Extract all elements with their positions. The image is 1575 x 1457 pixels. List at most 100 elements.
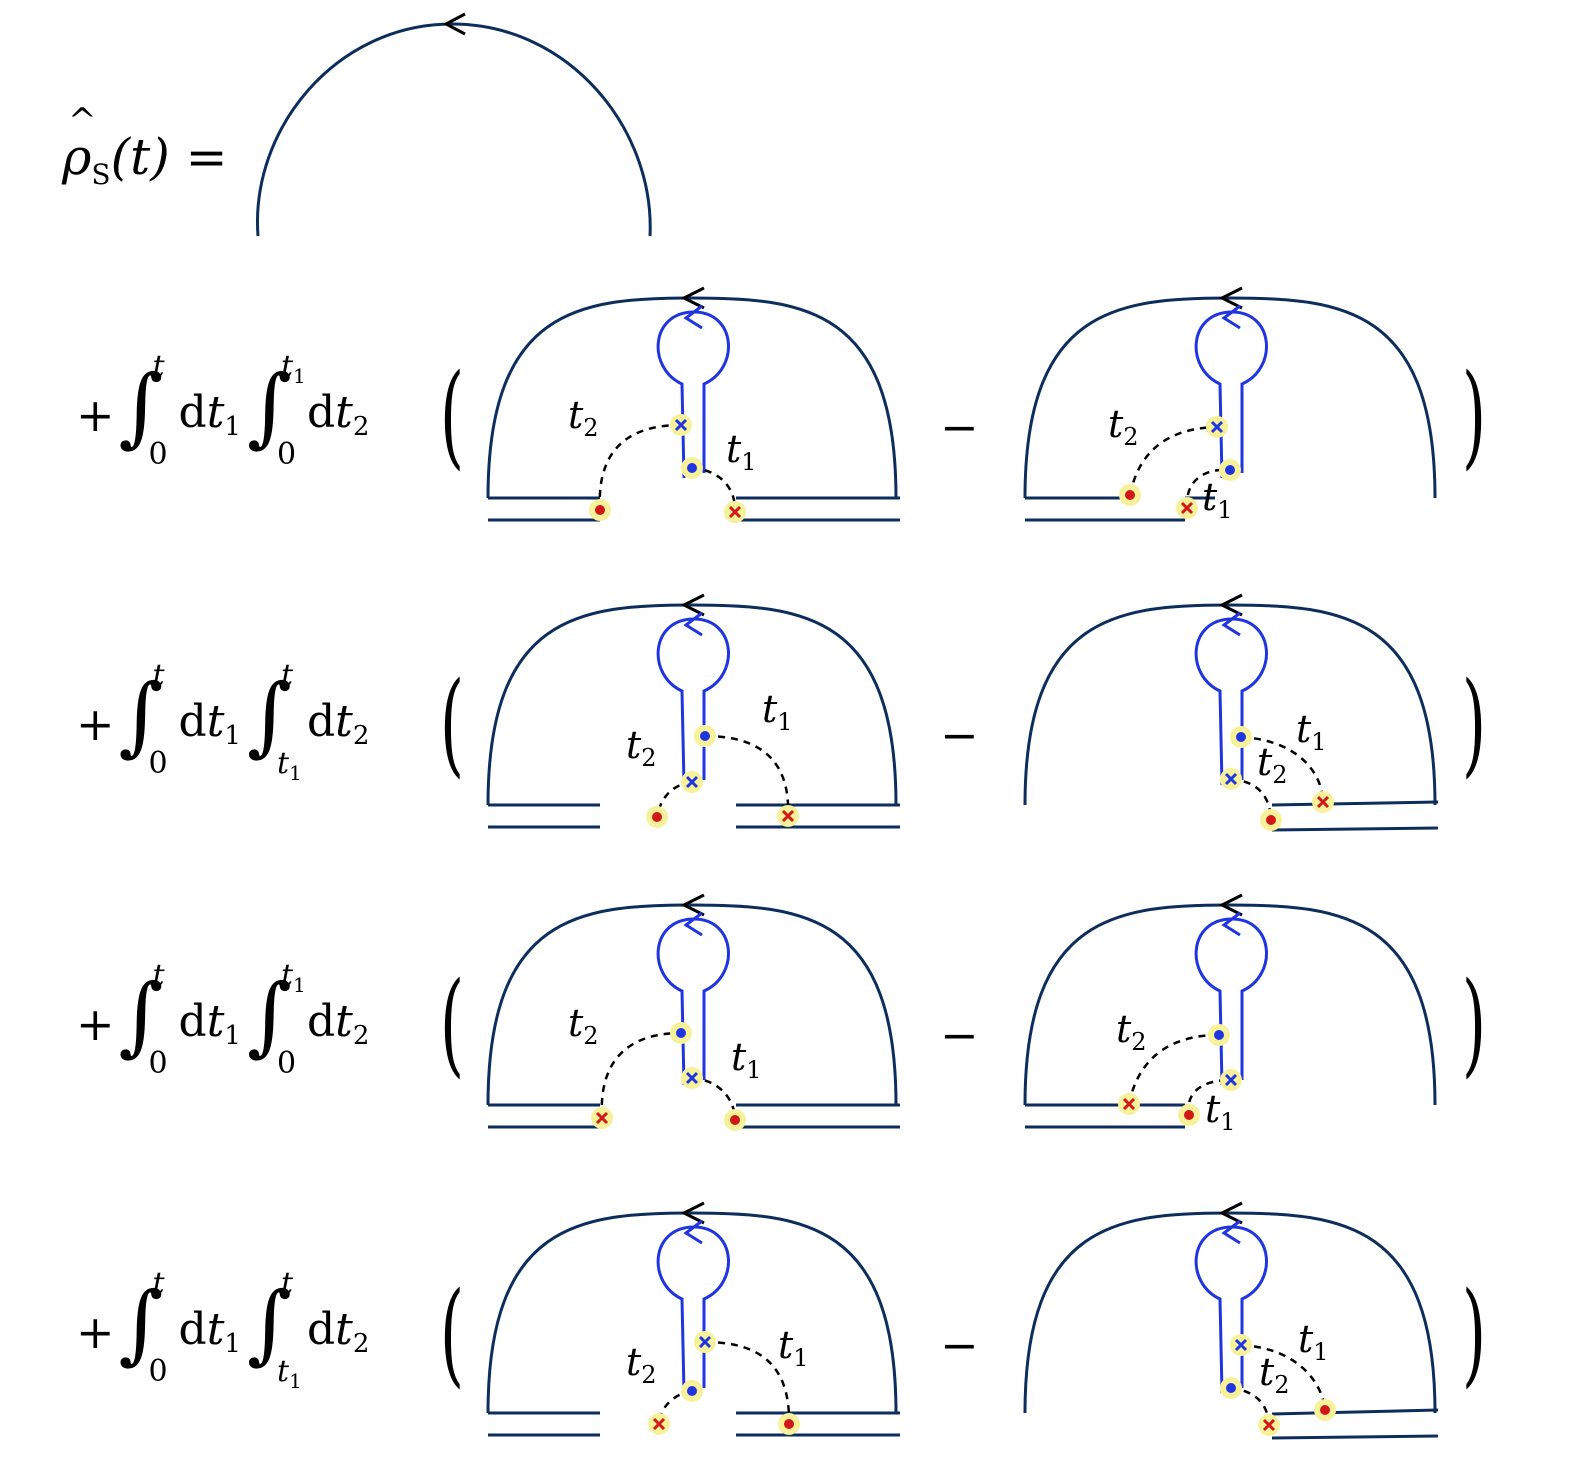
keldysh-contour-arc bbox=[1023, 603, 1437, 806]
plus-sign: + bbox=[76, 1305, 115, 1359]
bath-vertex-dot bbox=[1266, 815, 1276, 825]
contour-arrow-icon bbox=[680, 286, 705, 310]
minus-sign: − bbox=[940, 1318, 979, 1372]
system-loop-arrow-icon bbox=[683, 611, 703, 637]
bath-correlation-dashed-line bbox=[1127, 1033, 1220, 1105]
system-loop bbox=[1194, 1225, 1268, 1394]
system-vertex-dot bbox=[700, 731, 710, 741]
var-1: t bbox=[206, 386, 225, 438]
bath-vertex-cross bbox=[595, 1111, 609, 1125]
system-loop bbox=[1194, 917, 1268, 1086]
keldysh-contour-arc bbox=[486, 1211, 898, 1414]
var-2: t bbox=[335, 1303, 353, 1355]
time-label-subscript: 2 bbox=[1131, 1028, 1146, 1056]
time-label-t1: t1 bbox=[1298, 1317, 1329, 1366]
time-label-subscript: 2 bbox=[1123, 423, 1138, 451]
time-label-subscript: 2 bbox=[641, 1361, 656, 1389]
system-loop bbox=[656, 1225, 730, 1394]
differential-2: dt2 bbox=[306, 1303, 370, 1359]
keldysh-contour-arc bbox=[486, 603, 898, 806]
bath-vertex-cross bbox=[781, 809, 795, 823]
system-vertex-dot bbox=[1214, 1030, 1224, 1040]
system-vertex-cross bbox=[685, 775, 699, 789]
var-1: t bbox=[206, 995, 225, 1047]
contour-backward-branch bbox=[1271, 1434, 1439, 1440]
time-label-subscript: 2 bbox=[1274, 1371, 1289, 1399]
system-loop-arrow-icon bbox=[1221, 1219, 1241, 1245]
integral-2-lower: t1 bbox=[276, 746, 302, 785]
bath-correlation-dashed-line bbox=[704, 734, 790, 817]
system-loop-arrow-icon bbox=[683, 1219, 703, 1245]
minus-sign: − bbox=[940, 1008, 979, 1062]
bath-correlation-dashed-line bbox=[600, 1031, 682, 1119]
bath-vertex-dot bbox=[1125, 490, 1135, 500]
system-loop bbox=[1194, 310, 1268, 479]
rho-subscript: S bbox=[91, 158, 111, 191]
differential-2: dt2 bbox=[306, 695, 370, 751]
contour-arrow-icon bbox=[1218, 593, 1243, 617]
bath-correlation-dashed-line bbox=[598, 423, 682, 511]
time-label-t2: t2 bbox=[1116, 1007, 1147, 1056]
system-vertex-cross bbox=[674, 418, 688, 432]
integral-sign: ∫ bbox=[118, 666, 164, 766]
integral-2-lower: 0 bbox=[276, 437, 297, 472]
bath-vertex-cross bbox=[652, 1417, 666, 1431]
integral-sign: ∫ bbox=[118, 1274, 164, 1374]
time-label-subscript: 1 bbox=[1217, 496, 1232, 524]
var-1-sub: 1 bbox=[224, 1328, 241, 1359]
time-label-t2: t2 bbox=[1259, 1350, 1290, 1399]
time-label-t1: t1 bbox=[1202, 475, 1233, 524]
time-label-t2: t2 bbox=[568, 1001, 599, 1050]
open-paren: ( bbox=[440, 959, 465, 1089]
time-label-subscript: 1 bbox=[793, 1344, 808, 1372]
system-vertex-dot bbox=[1225, 465, 1235, 475]
bath-vertex-cross bbox=[1262, 1418, 1276, 1432]
time-label-t1: t1 bbox=[1296, 707, 1327, 756]
system-loop-arrow-icon bbox=[1221, 611, 1241, 637]
integral-1-lower: 0 bbox=[148, 1354, 168, 1389]
keldysh-contour-arc bbox=[1023, 296, 1437, 499]
bath-vertex-cross bbox=[1180, 501, 1194, 515]
system-vertex-dot bbox=[1226, 1383, 1236, 1393]
var-1: t bbox=[206, 1303, 225, 1355]
system-loop bbox=[656, 917, 730, 1086]
time-label-subscript: 2 bbox=[583, 1022, 598, 1050]
bath-vertex-dot bbox=[595, 505, 605, 515]
keldysh-contour-arc bbox=[486, 903, 898, 1106]
system-vertex-cross bbox=[685, 1071, 699, 1085]
system-loop bbox=[1194, 617, 1268, 786]
system-vertex-dot bbox=[687, 463, 697, 473]
integral-1-lower: 0 bbox=[148, 1046, 168, 1081]
differential-1: dt1 bbox=[178, 1303, 241, 1359]
bath-vertex-cross bbox=[728, 505, 742, 519]
time-label-subscript: 1 bbox=[1311, 728, 1326, 756]
time-label-subscript: 1 bbox=[1313, 1338, 1328, 1366]
system-loop-arrow-icon bbox=[683, 911, 703, 937]
var-2-sub: 2 bbox=[352, 1328, 370, 1359]
system-loop-arrow-icon bbox=[683, 304, 703, 330]
differential-2: dt2 bbox=[306, 995, 370, 1051]
open-paren: ( bbox=[440, 351, 465, 481]
integral-1-lower: 0 bbox=[148, 437, 168, 472]
keldysh-contour-arc bbox=[1023, 903, 1437, 1106]
bath-vertex-cross bbox=[1316, 795, 1330, 809]
differential-2: dt2 bbox=[306, 386, 370, 442]
differential-1: dt1 bbox=[178, 695, 241, 751]
time-label-t1: t1 bbox=[1205, 1087, 1236, 1136]
time-label-t2: t2 bbox=[626, 723, 657, 772]
system-loop-arrow-icon bbox=[1221, 304, 1241, 330]
var-2: t bbox=[335, 386, 353, 438]
keldysh-contour-arc bbox=[486, 296, 898, 499]
contour-forward-branch bbox=[1271, 800, 1439, 807]
system-vertex-cross bbox=[1210, 420, 1224, 434]
integral-1-upper: t bbox=[152, 349, 165, 384]
integral-2-upper-sub: 1 bbox=[293, 364, 306, 388]
bath-vertex-dot bbox=[730, 1115, 740, 1125]
time-label-t2: t2 bbox=[1108, 402, 1139, 451]
